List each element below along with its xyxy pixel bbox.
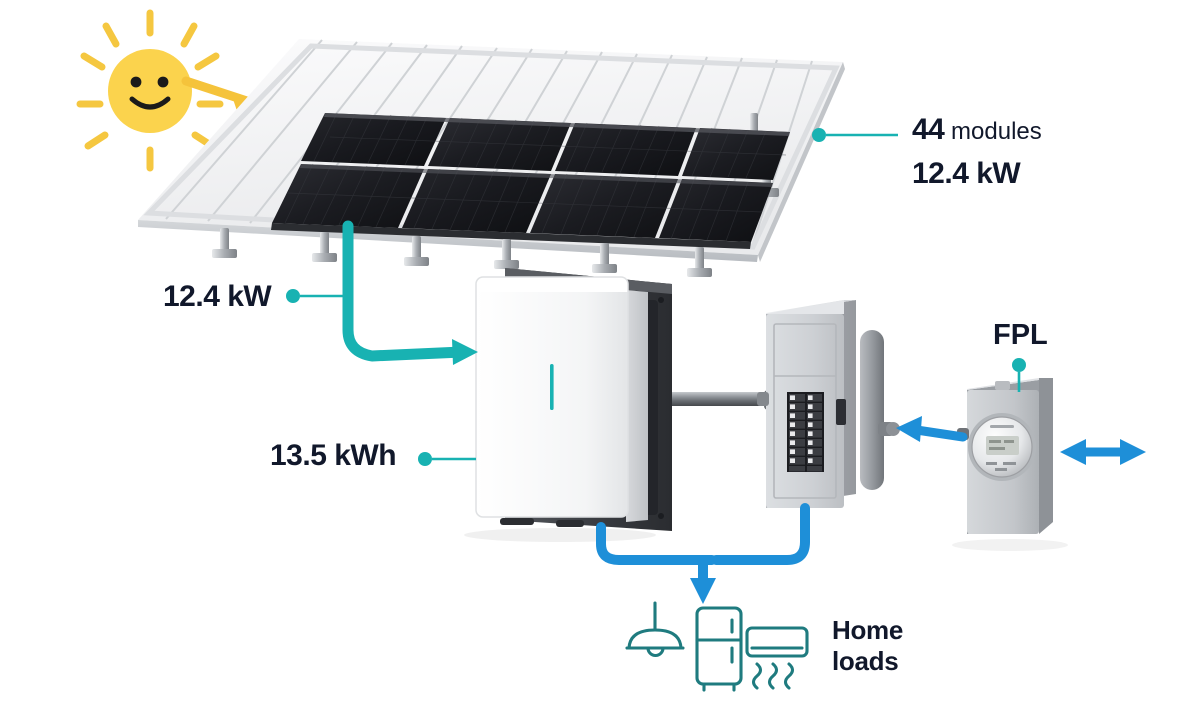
electric-meter-icon	[952, 378, 1068, 551]
array-modules-label: 44 modules	[912, 113, 1042, 146]
battery-callout-leader	[418, 452, 476, 466]
pendant-lamp-icon	[625, 601, 685, 657]
panel-to-home-loads-flow	[596, 503, 810, 604]
breaker-panel-icon	[757, 300, 900, 508]
array-callout-leader	[812, 128, 898, 142]
refrigerator-icon	[695, 606, 743, 692]
array-to-inverter-flow	[342, 220, 478, 365]
utility-callout-leader	[1012, 358, 1026, 392]
battery-status-led	[550, 364, 554, 410]
inverter-callout-leader	[286, 289, 348, 303]
home-loads-line-1: Home	[832, 615, 904, 645]
array-modules-count: 44	[912, 113, 945, 146]
home-loads-line-2: loads	[832, 645, 899, 676]
battery-inverter-icon	[464, 268, 672, 542]
mounting-feet-front	[212, 228, 712, 277]
grid-bidirectional-flow	[1060, 439, 1146, 465]
solar-panel-array-icon	[271, 112, 790, 249]
array-modules-word: modules	[944, 118, 1042, 145]
air-conditioner-icon	[745, 626, 809, 690]
sun-smiling-icon	[76, 9, 256, 172]
array-power-label: 12.4 kW	[912, 157, 1021, 190]
battery-capacity-label: 13.5 kWh	[270, 439, 397, 472]
home-appliances-icon	[625, 601, 809, 692]
panel-latch	[836, 399, 846, 425]
meter-to-panel-flow	[896, 416, 968, 442]
utility-provider-label: FPL	[993, 319, 1048, 351]
panel-conduit	[860, 330, 884, 490]
home-loads-label: Home loads	[832, 615, 903, 676]
inverter-power-label: 12.4 kW	[163, 280, 272, 313]
